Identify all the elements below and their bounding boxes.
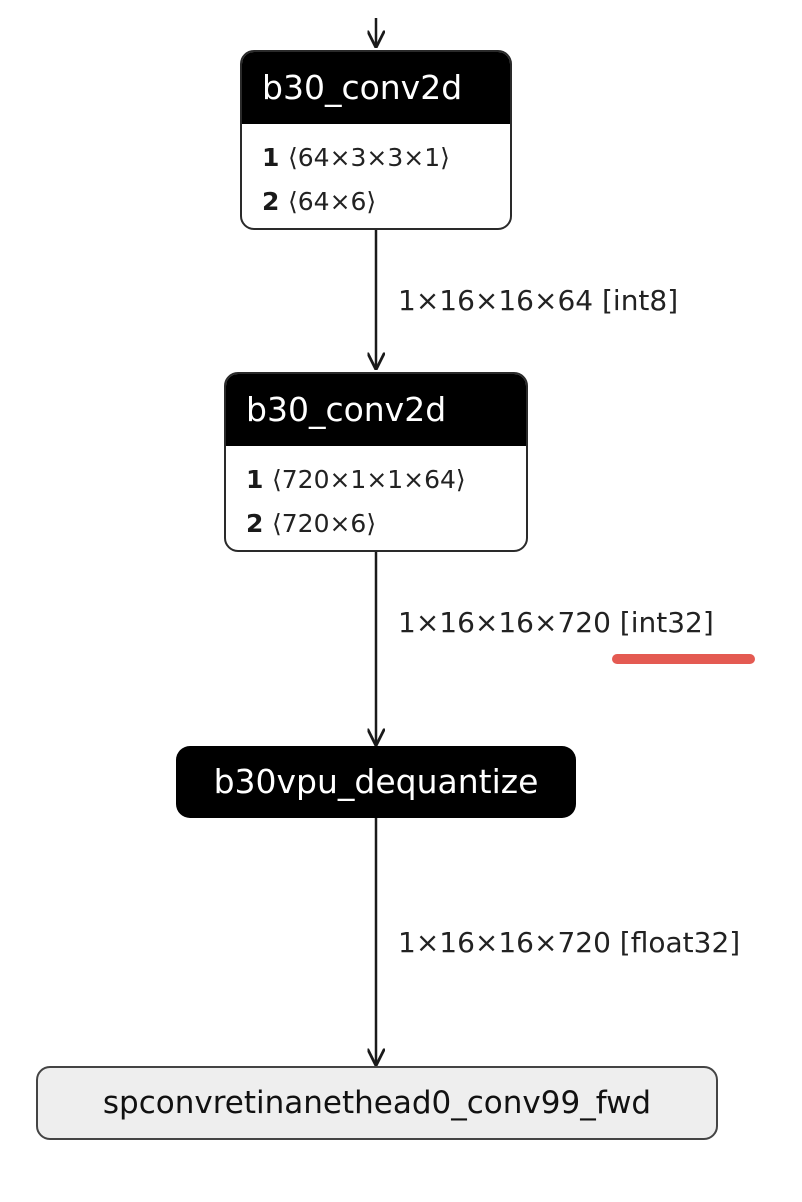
edge-label-int8: 1×16×16×64 [int8] [398, 284, 679, 317]
attr-row: 2 ⟨64×6⟩ [262, 180, 510, 224]
node-title: b30_conv2d [226, 374, 526, 446]
edge-label-float32: 1×16×16×720 [float32] [398, 926, 741, 959]
attr-shape: ⟨720×1×1×64⟩ [272, 465, 466, 494]
attr-index: 2 [262, 187, 280, 216]
highlight-underline [612, 654, 755, 664]
attr-row: 2 ⟨720×6⟩ [246, 502, 526, 546]
attr-index: 2 [246, 509, 264, 538]
node-b30vpu-dequantize[interactable]: b30vpu_dequantize [176, 746, 576, 818]
node-title: b30_conv2d [242, 52, 510, 124]
node-output-conv99-fwd[interactable]: spconvretinanethead0_conv99_fwd [36, 1066, 718, 1140]
attr-shape: ⟨720×6⟩ [272, 509, 377, 538]
node-b30-conv2d-2[interactable]: b30_conv2d 1 ⟨720×1×1×64⟩ 2 ⟨720×6⟩ [224, 372, 528, 552]
node-attributes: 1 ⟨64×3×3×1⟩ 2 ⟨64×6⟩ [242, 124, 510, 224]
node-b30-conv2d-1[interactable]: b30_conv2d 1 ⟨64×3×3×1⟩ 2 ⟨64×6⟩ [240, 50, 512, 230]
attr-shape: ⟨64×6⟩ [288, 187, 377, 216]
attr-row: 1 ⟨720×1×1×64⟩ [246, 458, 526, 502]
node-attributes: 1 ⟨720×1×1×64⟩ 2 ⟨720×6⟩ [226, 446, 526, 546]
attr-shape: ⟨64×3×3×1⟩ [288, 143, 450, 172]
attr-index: 1 [262, 143, 280, 172]
attr-index: 1 [246, 465, 264, 494]
edge-label-int32: 1×16×16×720 [int32] [398, 606, 714, 639]
attr-row: 1 ⟨64×3×3×1⟩ [262, 136, 510, 180]
